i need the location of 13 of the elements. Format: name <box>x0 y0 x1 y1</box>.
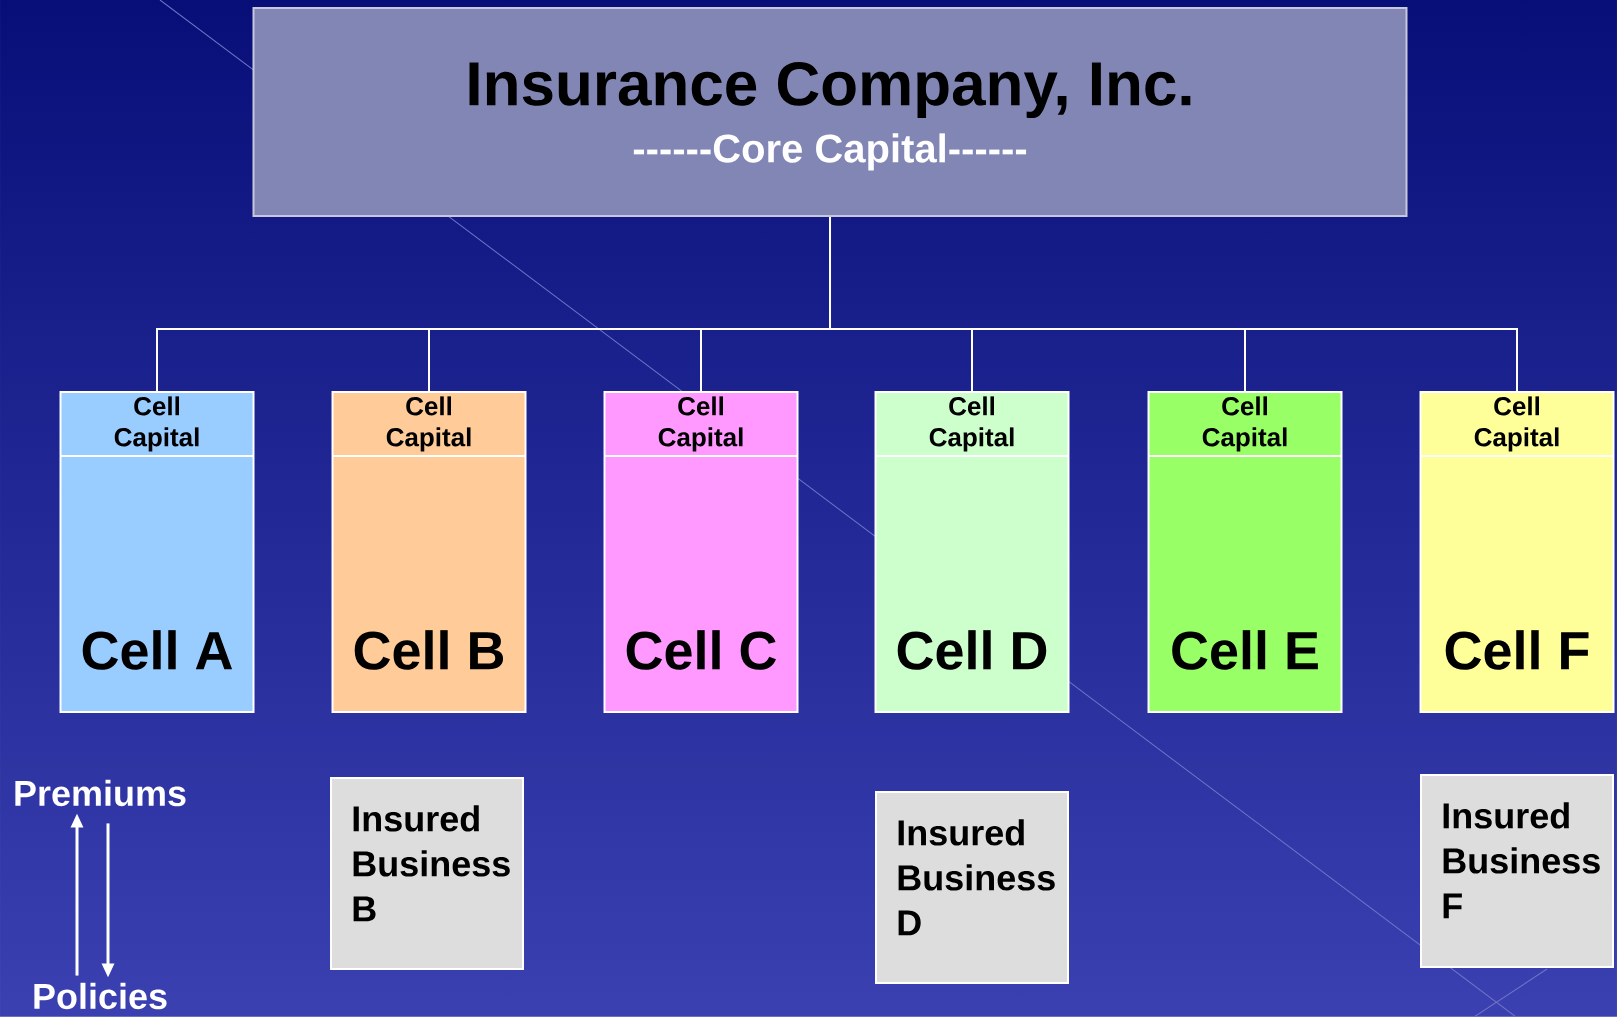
cell-box: Cell Capital Cell F <box>1419 391 1615 713</box>
business-box: Insured Business F <box>1420 774 1614 968</box>
cell-box: Cell Capital Cell D <box>874 391 1070 713</box>
connector-line <box>829 216 1518 392</box>
cell-box: Cell Capital Cell B <box>331 391 527 713</box>
title-box: Insurance Company, Inc. ------Core Capital------ <box>252 7 1408 217</box>
flow-label: Premiums <box>15 779 186 807</box>
business-box: Insured Business D <box>875 791 1069 984</box>
cell-box: Cell Capital Cell A <box>59 391 255 713</box>
flow-label: Policies <box>34 982 167 1010</box>
cell-box: Cell Capital Cell C <box>603 391 799 713</box>
cell-box: Cell Capital Cell E <box>1147 391 1343 713</box>
business-box: Insured Business B <box>330 777 524 970</box>
